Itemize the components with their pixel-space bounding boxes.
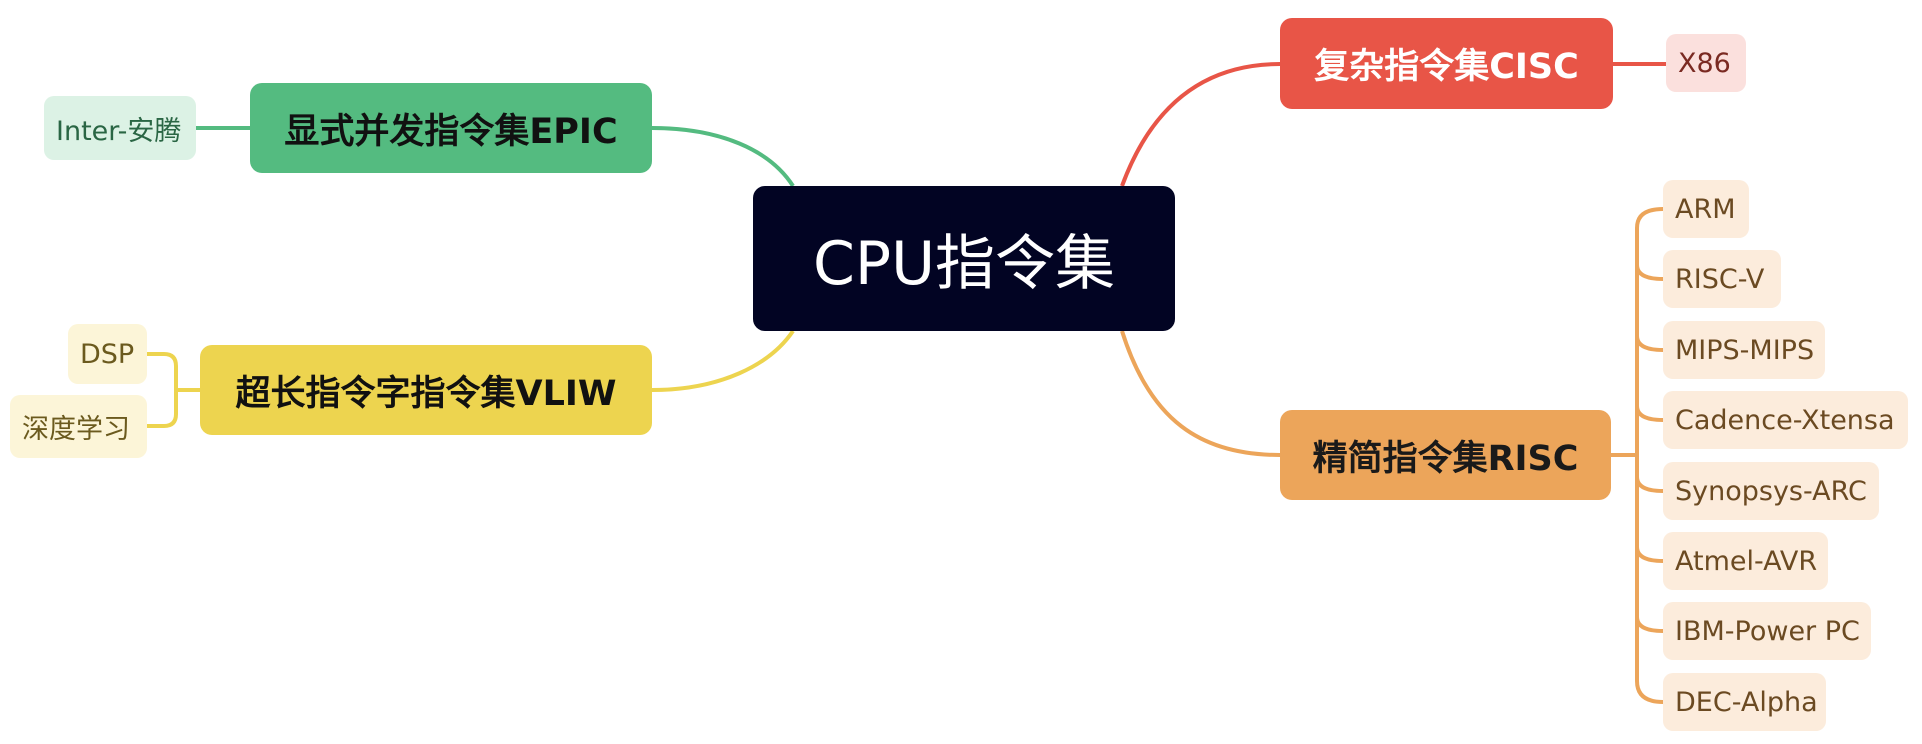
leaf-dec-alpha[interactable]: DEC-Alpha (1663, 673, 1826, 731)
link-center-risc (1120, 330, 1281, 457)
leaf-x86[interactable]: X86 (1666, 34, 1746, 92)
branch-vliw[interactable]: 超长指令字指令集VLIW (200, 345, 652, 435)
link-risc-tick-atmel (1635, 546, 1664, 563)
leaf-dsp[interactable]: DSP (68, 324, 147, 384)
link-risc-tick-riscv (1635, 264, 1664, 281)
root-node[interactable]: CPU指令集 (753, 186, 1175, 331)
link-center-vliw (651, 329, 795, 392)
link-vliw-bracket (147, 352, 200, 428)
branch-epic[interactable]: 显式并发指令集EPIC (250, 83, 652, 173)
link-risc-spine (1635, 207, 1664, 704)
leaf-deep-learning[interactable]: 深度学习 (10, 395, 147, 458)
link-risc-tick-mips (1635, 335, 1664, 352)
link-risc-tick-ibm (1635, 616, 1664, 633)
leaf-atmel-avr[interactable]: Atmel-AVR (1663, 532, 1828, 590)
branch-risc[interactable]: 精简指令集RISC (1280, 410, 1611, 500)
leaf-mips[interactable]: MIPS-MIPS (1663, 321, 1825, 379)
link-risc-tick-cadence (1635, 405, 1664, 422)
leaf-arm[interactable]: ARM (1663, 180, 1749, 238)
leaf-ibm-power-pc[interactable]: IBM-Power PC (1663, 602, 1871, 660)
leaf-synopsys-arc[interactable]: Synopsys-ARC (1663, 462, 1879, 520)
leaf-risc-v[interactable]: RISC-V (1663, 250, 1781, 308)
branch-cisc[interactable]: 复杂指令集CISC (1280, 18, 1613, 109)
link-risc-tick-synopsys (1635, 476, 1664, 493)
leaf-inter-itanium[interactable]: Inter-安腾 (44, 96, 196, 160)
link-center-cisc (1120, 62, 1281, 187)
leaf-cadence-xtensa[interactable]: Cadence-Xtensa (1663, 391, 1908, 449)
link-center-epic (651, 126, 795, 188)
